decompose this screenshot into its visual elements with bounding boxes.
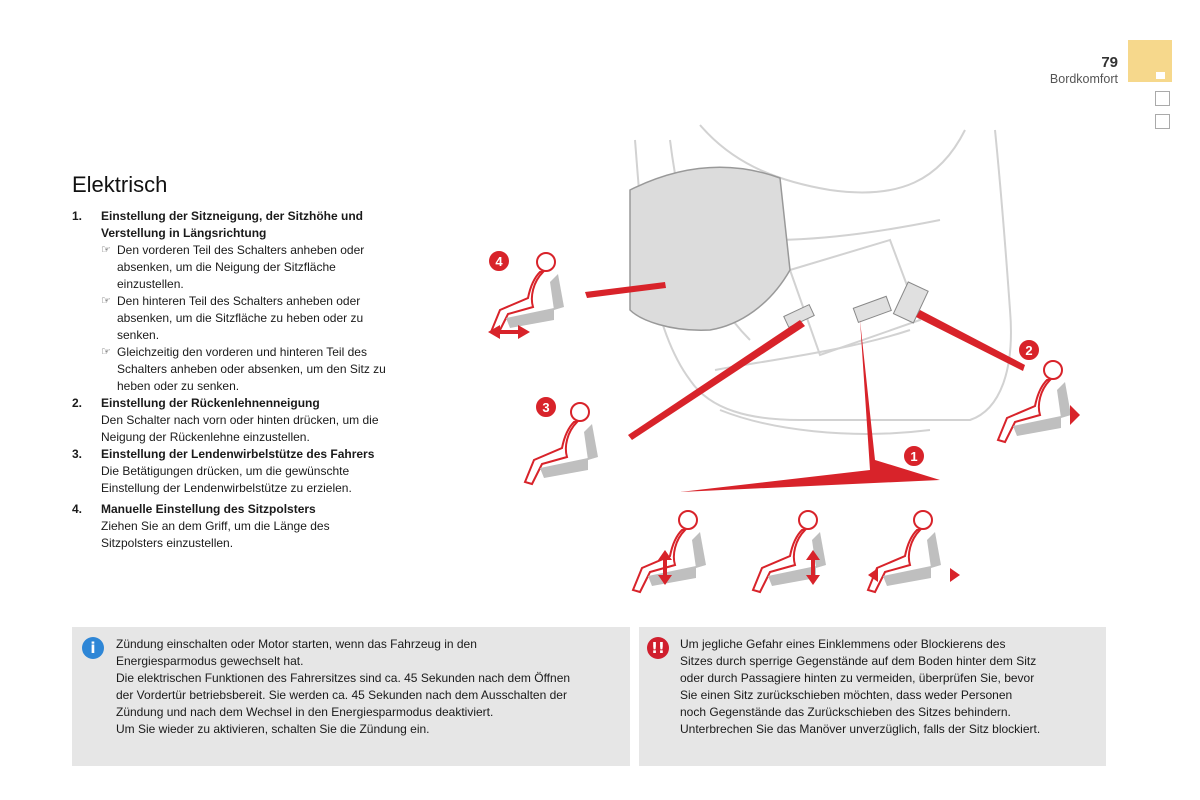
step-4: 4. Manuelle Einstellung des Sitzpolsters… bbox=[72, 501, 394, 552]
info-line: Die elektrischen Funktionen des Fahrersi… bbox=[116, 671, 571, 685]
section-tab bbox=[1128, 40, 1172, 82]
step-text: Die Betätigungen drücken, um die gewünsc… bbox=[101, 464, 352, 495]
info-box: i Zündung einschalten oder Motor starten… bbox=[72, 627, 630, 766]
bullet-text: Den hinteren Teil des Schalters anheben … bbox=[117, 294, 364, 342]
seat-pictogram-1a bbox=[632, 510, 707, 593]
warning-line: Sie einen Sitz zurückschieben möchten, d… bbox=[680, 688, 1013, 702]
list-item: ☞ Den vorderen Teil des Schalters anheben… bbox=[101, 242, 394, 293]
steps-list: 1. Einstellung der Sitzneigung, der Sitz… bbox=[72, 208, 394, 552]
info-line: Energiesparmodus gewechselt hat. bbox=[116, 654, 304, 668]
step-title: Einstellung der Lendenwirbelstütze des F… bbox=[101, 447, 375, 461]
step-title: Manuelle Einstellung des Sitzpolsters bbox=[101, 502, 316, 516]
page-square-2 bbox=[1155, 114, 1170, 129]
seat-cushion bbox=[629, 166, 791, 331]
info-line: Zündung und nach dem Wechsel in den Ener… bbox=[116, 705, 494, 719]
step-2: 2. Einstellung der Rückenlehnenneigung D… bbox=[72, 395, 394, 446]
bullet-text: Den vorderen Teil des Schalters anheben … bbox=[117, 243, 365, 291]
pointing-hand-icon: ☞ bbox=[101, 346, 111, 358]
step-number: 2. bbox=[72, 396, 83, 410]
lumbar-switch bbox=[783, 303, 815, 329]
warning-line: Um jegliche Gefahr eines Einklemmens ode… bbox=[680, 637, 1006, 651]
list-item: ☞ Gleichzeitig den vorderen und hinteren … bbox=[101, 344, 394, 395]
callout-number: 1 bbox=[910, 449, 917, 464]
callout-lines bbox=[585, 282, 1025, 492]
page-title: Elektrisch bbox=[72, 172, 168, 197]
info-icon: i bbox=[82, 637, 104, 659]
page-square-1 bbox=[1155, 91, 1170, 106]
seat-switch bbox=[852, 295, 892, 324]
callout-number: 4 bbox=[495, 254, 503, 269]
callout-badge-1: 1 bbox=[902, 444, 926, 468]
warning-box: !! Um jegliche Gefahr eines Einklemmens … bbox=[639, 627, 1106, 766]
pointing-hand-icon: ☞ bbox=[101, 244, 111, 256]
step-number: 4. bbox=[72, 502, 83, 516]
step-3: 3. Einstellung der Lendenwirbelstütze de… bbox=[72, 446, 394, 497]
step-text: Den Schalter nach vorn oder hinten drück… bbox=[101, 413, 379, 444]
seat-pictogram-2 bbox=[997, 360, 1072, 443]
callout-badge-2: 2 bbox=[1017, 338, 1041, 362]
callout-number: 3 bbox=[542, 400, 549, 415]
section-title: Bordkomfort bbox=[1049, 72, 1118, 86]
warning-line: Sitzes durch sperrige Gegenstände auf de… bbox=[680, 654, 1037, 668]
list-item: ☞ Den hinteren Teil des Schalters anheben… bbox=[101, 293, 394, 344]
step-number: 3. bbox=[72, 447, 83, 461]
seat-pictogram-1c bbox=[867, 510, 942, 593]
direction-arrows bbox=[488, 325, 1080, 585]
step-1: 1. Einstellung der Sitzneigung, der Sitz… bbox=[72, 208, 394, 395]
callout-number: 2 bbox=[1025, 343, 1032, 358]
pointing-hand-icon: ☞ bbox=[101, 295, 111, 307]
step-title: Einstellung der Sitzneigung, der Sitzhöh… bbox=[101, 209, 364, 240]
seat-pictogram-3 bbox=[524, 402, 599, 485]
warning-line: noch Gegenstände das Zurückschieben des … bbox=[680, 705, 1011, 719]
warning-icon: !! bbox=[647, 637, 669, 659]
info-line: der Vordertür betriebsbereit. Sie werden… bbox=[116, 688, 567, 702]
bullet-text: Gleichzeitig den vorderen und hinteren T… bbox=[117, 345, 386, 393]
seat-illustration: 1 2 3 4 bbox=[487, 124, 1080, 593]
callout-badge-4: 4 bbox=[487, 249, 511, 273]
info-line: Zündung einschalten oder Motor starten, … bbox=[116, 637, 477, 651]
info-line: Um Sie wieder zu aktivieren, schalten Si… bbox=[116, 722, 430, 736]
callout-badge-3: 3 bbox=[534, 395, 558, 419]
page-number: 79 bbox=[1101, 54, 1118, 71]
step-title: Einstellung der Rückenlehnenneigung bbox=[101, 396, 320, 410]
step-number: 1. bbox=[72, 209, 83, 223]
tab-marker bbox=[1156, 72, 1165, 79]
step-text: Ziehen Sie an dem Griff, um die Länge de… bbox=[101, 519, 330, 550]
warning-line: Unterbrechen Sie das Manöver unverzüglic… bbox=[680, 722, 1041, 736]
warning-line: oder durch Passagiere hinten zu vermeide… bbox=[680, 671, 1035, 685]
backrest-switch bbox=[892, 281, 929, 324]
